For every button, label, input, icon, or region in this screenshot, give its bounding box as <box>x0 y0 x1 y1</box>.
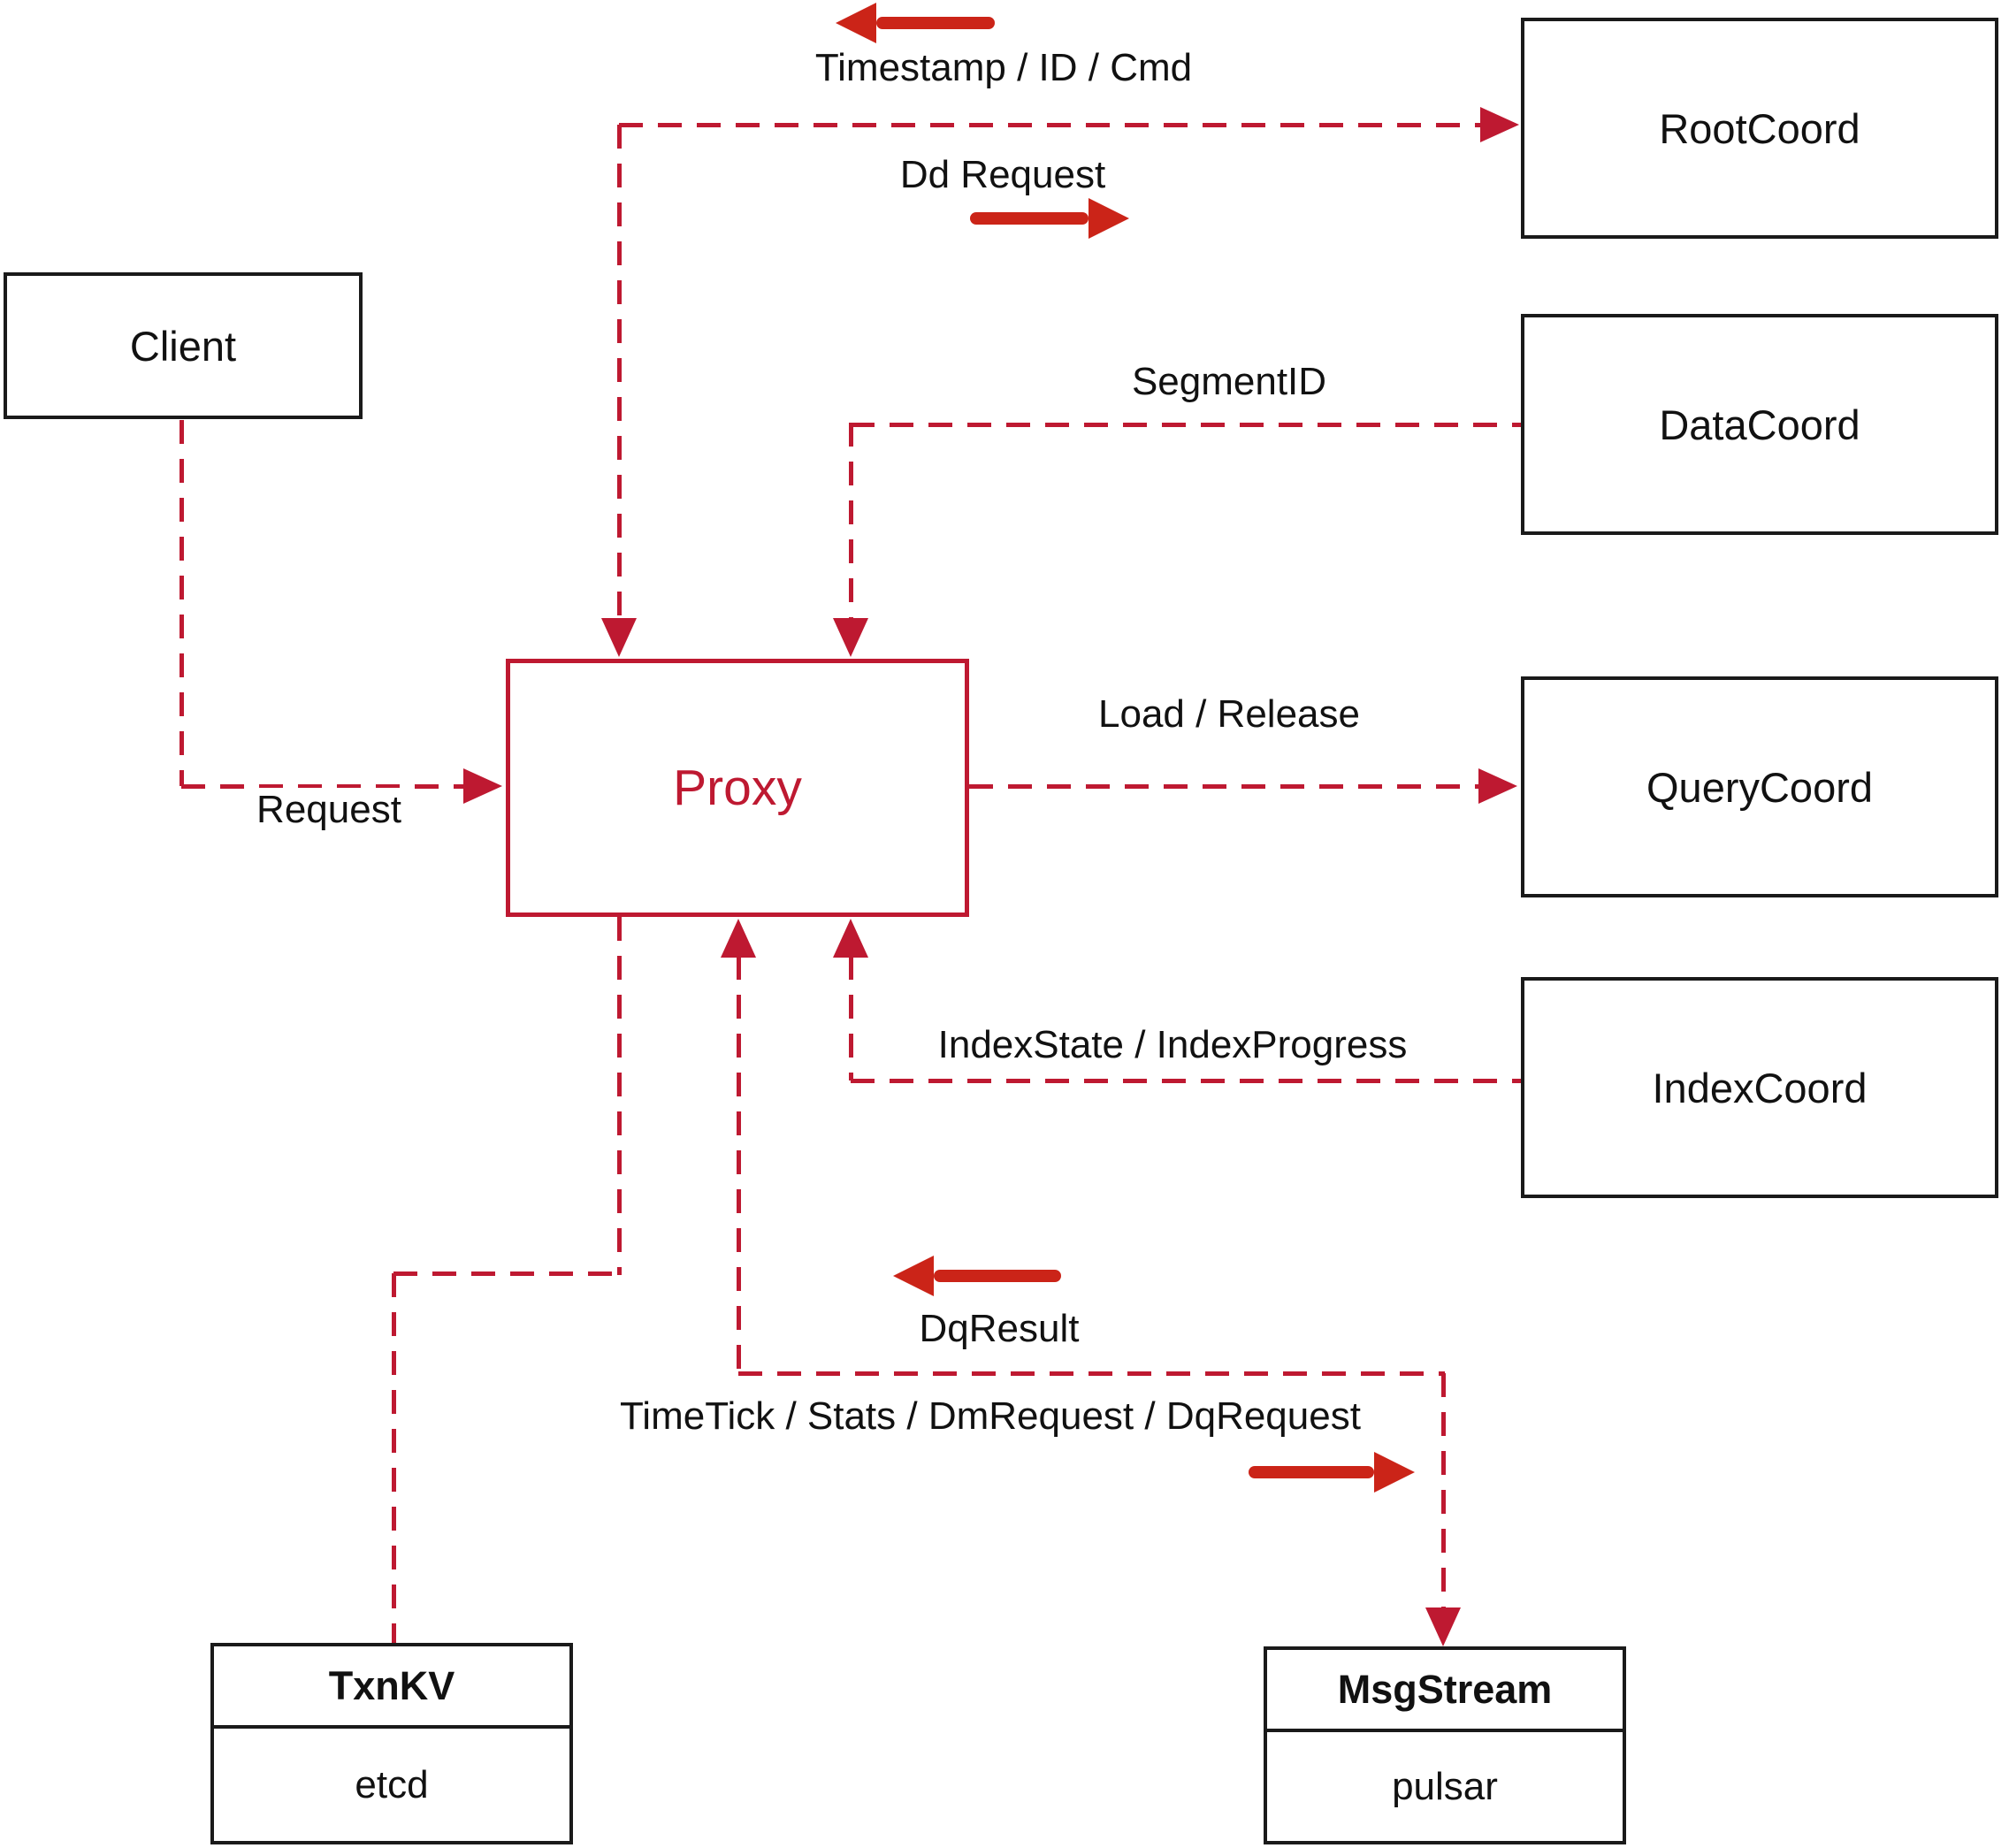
edge-rootcoord-proxy-arrowhead-icon <box>601 618 637 657</box>
edge-indexcoord-proxy-vertical <box>849 956 853 1081</box>
node-msgstream: MsgStream pulsar <box>1264 1646 1626 1844</box>
label-dq-result: DqResult <box>913 1307 1085 1351</box>
edge-proxy-txnkv-horizontal <box>393 1271 621 1276</box>
label-timestamp-id-cmd: Timestamp / ID / Cmd <box>809 46 1198 90</box>
edge-client-proxy-horizontal <box>181 784 467 789</box>
edge-proxy-msgstream-horizontal <box>738 1371 1445 1376</box>
edge-indexcoord-proxy-horizontal <box>851 1079 1521 1083</box>
edge-proxy-rootcoord-vertical <box>617 125 622 618</box>
left-arrow-head-icon <box>893 1256 934 1296</box>
client-label: Client <box>129 322 237 370</box>
edge-proxy-txnkv-vertical-1 <box>617 917 622 1275</box>
proxy-label: Proxy <box>673 760 802 816</box>
timetick-direction-right-arrow-icon <box>1249 1452 1415 1493</box>
edge-proxy-querycoord-arrowhead-icon <box>1478 768 1517 804</box>
edge-indexcoord-proxy-arrowhead-icon <box>833 919 868 958</box>
msgstream-impl: pulsar <box>1392 1764 1498 1808</box>
right-arrow-head-icon <box>1089 198 1129 239</box>
label-request: Request <box>251 788 407 832</box>
dd-request-direction-right-arrow-icon <box>970 198 1129 239</box>
rootcoord-label: RootCoord <box>1659 104 1860 152</box>
edge-proxy-querycoord-horizontal <box>969 784 1482 789</box>
label-dd-request: Dd Request <box>894 153 1111 197</box>
left-arrow-head-icon <box>836 3 876 43</box>
indexcoord-label: IndexCoord <box>1652 1064 1868 1111</box>
node-proxy: Proxy <box>506 659 969 917</box>
edge-datacoord-proxy-arrowhead-icon <box>833 618 868 657</box>
edge-client-proxy-arrowhead-icon <box>463 768 502 804</box>
txnkv-impl: etcd <box>355 1762 429 1806</box>
txnkv-title: TxnKV <box>214 1646 569 1729</box>
edge-proxy-rootcoord-horizontal <box>619 123 1487 127</box>
label-timetick: TimeTick / Stats / DmRequest / DqRequest <box>615 1394 1366 1439</box>
edge-proxy-msgstream-arrowhead-icon <box>1425 1607 1461 1646</box>
label-index-state: IndexState / IndexProgress <box>932 1023 1413 1067</box>
node-indexcoord: IndexCoord <box>1521 977 1998 1198</box>
node-rootcoord: RootCoord <box>1521 18 1998 239</box>
label-segment-id: SegmentID <box>1126 360 1333 404</box>
edge-proxy-msgstream-vertical-2 <box>1441 1373 1446 1607</box>
edge-msgstream-proxy-arrowhead-icon <box>721 919 756 958</box>
node-txnkv: TxnKV etcd <box>210 1643 573 1844</box>
node-client: Client <box>4 272 363 419</box>
label-load-release: Load / Release <box>1093 692 1365 737</box>
querycoord-label: QueryCoord <box>1646 763 1873 811</box>
timestamp-direction-left-arrow-icon <box>836 3 995 43</box>
edge-proxy-rootcoord-arrowhead-icon <box>1480 107 1519 142</box>
left-arrow-shaft <box>876 17 995 29</box>
edge-proxy-txnkv-vertical-2 <box>392 1273 396 1643</box>
msgstream-title: MsgStream <box>1267 1650 1623 1732</box>
datacoord-label: DataCoord <box>1659 401 1860 448</box>
right-arrow-head-icon <box>1374 1452 1415 1493</box>
left-arrow-shaft <box>934 1270 1061 1282</box>
edge-proxy-msgstream-vertical-1 <box>737 956 741 1375</box>
edge-client-proxy-vertical <box>180 420 184 786</box>
right-arrow-shaft <box>1249 1466 1374 1478</box>
edge-datacoord-proxy-horizontal <box>851 423 1521 427</box>
node-querycoord: QueryCoord <box>1521 676 1998 897</box>
dq-result-direction-left-arrow-icon <box>893 1256 1061 1296</box>
right-arrow-shaft <box>970 212 1089 225</box>
edge-datacoord-proxy-vertical <box>849 423 853 618</box>
node-datacoord: DataCoord <box>1521 314 1998 535</box>
